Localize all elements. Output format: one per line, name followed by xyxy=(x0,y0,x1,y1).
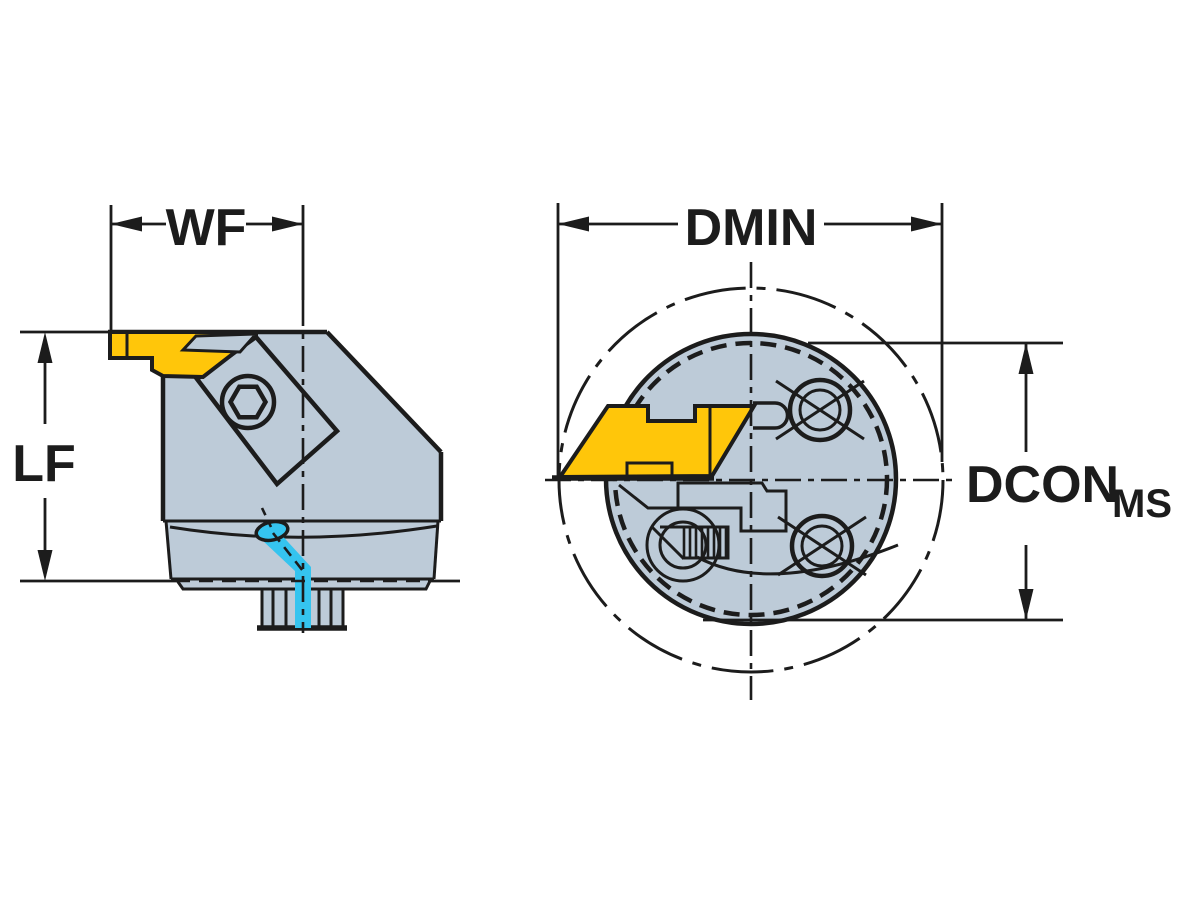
dimension-lf: LF xyxy=(12,330,460,583)
dimension-dcon: DCON MS xyxy=(703,341,1172,622)
insert-corner xyxy=(179,332,260,354)
dimension-dmin: DMIN xyxy=(556,199,944,478)
clamp-mechanism xyxy=(618,481,899,583)
mounting-screw-top xyxy=(775,377,865,443)
hex-socket-icon xyxy=(227,384,269,420)
coolant-channel xyxy=(254,507,311,628)
serration-hatch xyxy=(660,525,730,560)
dimension-wf: WF xyxy=(109,199,303,331)
clamp-pin xyxy=(753,401,790,430)
wf-label: WF xyxy=(166,199,247,257)
top-clamp xyxy=(108,330,260,380)
end-view-centerlines xyxy=(545,262,955,700)
dcon-label: DCON xyxy=(966,456,1119,514)
screw-head-circle xyxy=(219,373,277,431)
cutting-insert xyxy=(552,401,790,481)
mounting-screw-bottom xyxy=(777,513,867,579)
dmin-label: DMIN xyxy=(685,199,818,257)
dcon-subscript-label: MS xyxy=(1112,482,1172,526)
end-view xyxy=(545,262,955,700)
side-view xyxy=(108,205,444,633)
lf-label: LF xyxy=(12,435,76,493)
